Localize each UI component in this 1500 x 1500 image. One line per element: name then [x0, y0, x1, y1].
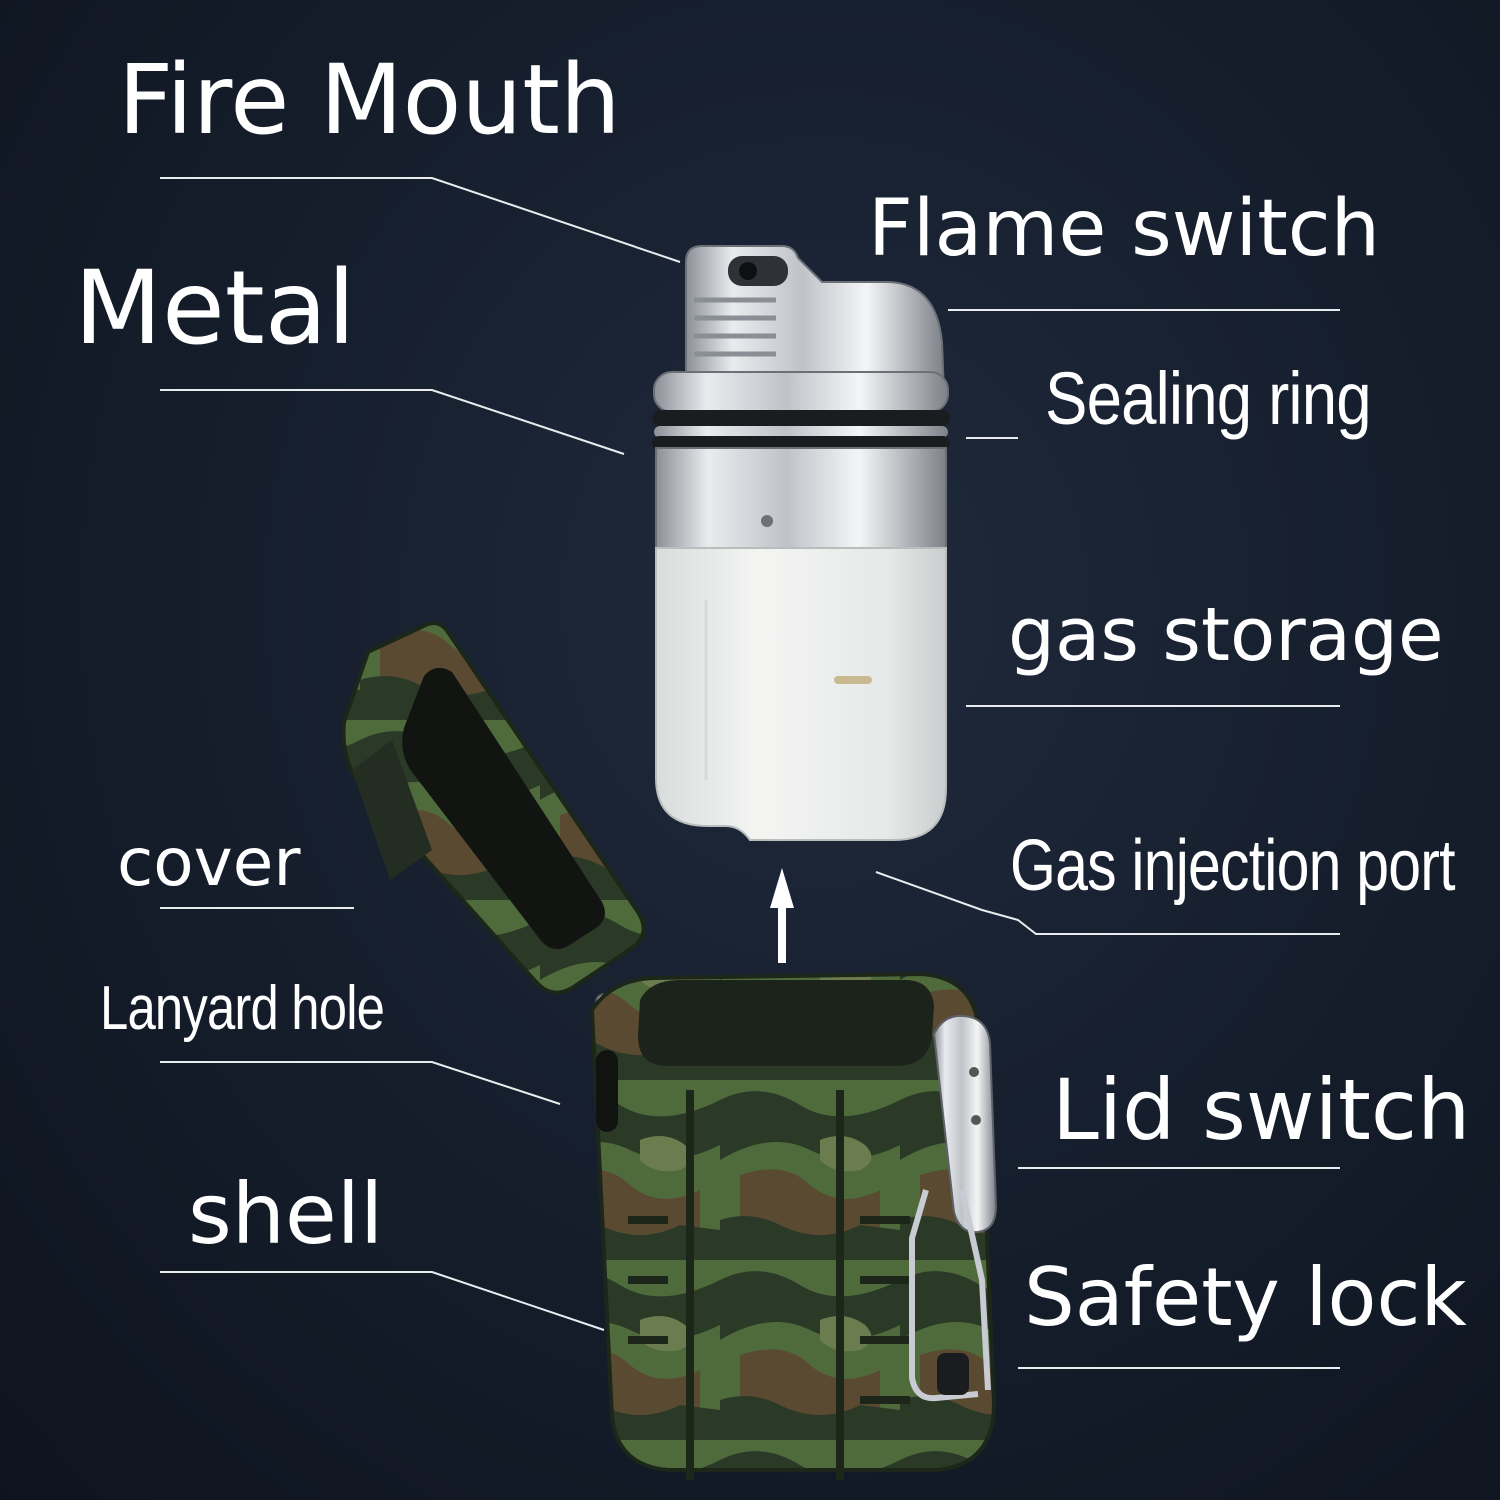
fire-mouth-hole	[728, 256, 788, 286]
up-arrow-icon	[770, 868, 794, 963]
label-lanyard-hole: Lanyard hole	[100, 974, 385, 1043]
leader-shell	[160, 1271, 605, 1331]
cover-lid	[341, 621, 646, 1011]
safety-lock	[909, 1189, 991, 1402]
sealing-ring-2	[652, 436, 950, 450]
label-gas-storage: gas storage	[1008, 592, 1444, 678]
label-flame-switch: Flame switch	[868, 184, 1381, 274]
insert-gas-tank	[655, 547, 947, 841]
leader-gas-injection	[875, 871, 1340, 935]
leader-fire-mouth	[160, 177, 681, 263]
label-shell: shell	[188, 1165, 384, 1263]
shell-body	[589, 971, 997, 1480]
label-metal: Metal	[74, 249, 356, 368]
sealing-ring-1	[652, 410, 950, 426]
label-cover: cover	[117, 824, 301, 901]
label-gas-injection-port: Gas injection port	[1010, 826, 1456, 906]
lanyard-hole	[596, 1050, 618, 1132]
leader-lanyard	[160, 1061, 561, 1105]
label-safety-lock: Safety lock	[1024, 1251, 1467, 1344]
leader-lines	[160, 177, 1340, 1369]
label-lid-switch: Lid switch	[1052, 1061, 1471, 1159]
label-fire-mouth: Fire Mouth	[118, 44, 621, 156]
lid-switch	[932, 1014, 998, 1234]
insert-metal-head	[652, 245, 950, 553]
leader-metal	[160, 389, 625, 455]
label-sealing-ring: Sealing ring	[1045, 357, 1372, 440]
